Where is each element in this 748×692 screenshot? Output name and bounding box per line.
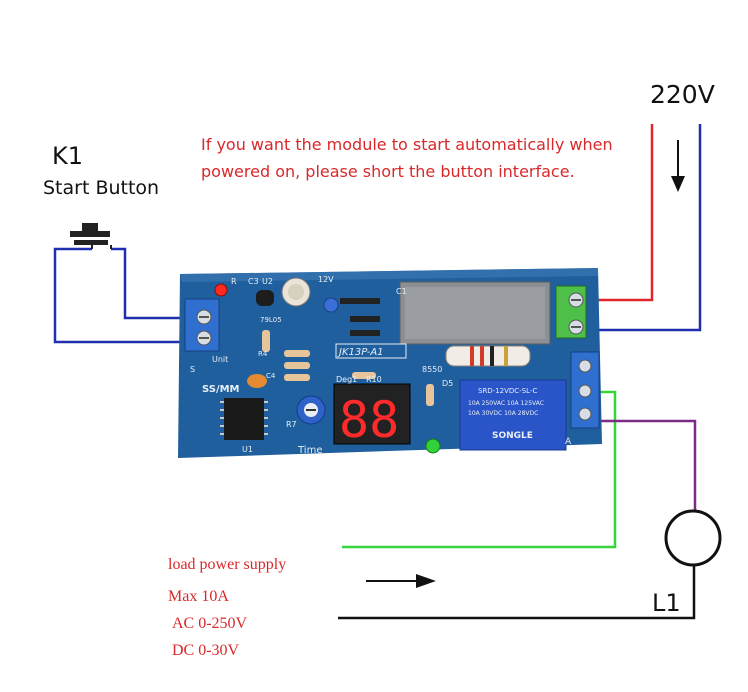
svg-text:Unit: Unit (212, 355, 228, 364)
svg-text:C3: C3 (248, 277, 259, 286)
svg-text:C4: C4 (266, 372, 276, 380)
svg-text:12V: 12V (318, 275, 334, 284)
svg-text:JK13P-A1: JK13P-A1 (337, 347, 384, 358)
red-led (214, 283, 228, 297)
svg-text:SS/MM: SS/MM (202, 384, 240, 395)
svg-text:SONGLE: SONGLE (492, 431, 533, 441)
button-terminal (184, 298, 220, 352)
svg-text:A: A (565, 437, 572, 447)
svg-text:U1: U1 (242, 445, 253, 454)
button-wire-right (111, 247, 205, 320)
start-button-label: Start Button (43, 177, 160, 199)
svg-text:8550: 8550 (422, 365, 442, 374)
svg-text:R10: R10 (366, 375, 382, 384)
svg-text:79L05: 79L05 (260, 316, 282, 324)
svg-text:S: S (190, 365, 195, 374)
down-arrow-icon (671, 140, 685, 192)
voltage-label: 220V (650, 80, 715, 109)
seven-segment-display: 88 (333, 383, 411, 449)
relay-output-terminal (570, 351, 600, 429)
small-resistors (262, 298, 434, 406)
relay: SRD-12VDC-SL-C 10A 250VAC 10A 125VAC 10A… (459, 379, 567, 451)
svg-text:Time: Time (297, 445, 322, 456)
voltage-regulator (256, 290, 274, 306)
lamp-icon (664, 509, 722, 567)
load-power-supply-label: load power supply (168, 556, 287, 573)
blue-capacitor (323, 297, 339, 313)
push-button-icon (70, 223, 112, 249)
ceramic-capacitor (247, 374, 267, 388)
dc-range-label: DC 0-30V (172, 642, 240, 659)
load-lamp-wire (585, 419, 697, 510)
svg-text:C1: C1 (396, 287, 407, 296)
power-resistor (445, 345, 531, 367)
svg-text:SRD-12VDC-SL-C: SRD-12VDC-SL-C (478, 387, 537, 395)
svg-text:R: R (231, 277, 237, 286)
relay-module-board: SRD-12VDC-SL-C 10A 250VAC 10A 125VAC 10A… (178, 268, 602, 458)
mains-live-wire (578, 124, 654, 302)
green-led (425, 438, 441, 454)
ac-range-label: AC 0-250V (172, 615, 248, 632)
k1-label: K1 (52, 142, 84, 170)
lamp-label: L1 (652, 589, 681, 617)
svg-text:U2: U2 (262, 277, 273, 286)
max-current-label: Max 10A (168, 588, 229, 605)
note-line-1: If you want the module to start automati… (201, 135, 613, 154)
svg-text:R4: R4 (258, 350, 268, 358)
load-return-wire (338, 566, 696, 620)
auto-start-note: If you want the module to start automati… (201, 131, 613, 185)
right-arrow-icon (366, 574, 436, 588)
svg-text:D5: D5 (442, 379, 453, 388)
mains-terminal (555, 285, 587, 339)
svg-text:Deg1: Deg1 (336, 375, 357, 384)
button-wire-left (53, 247, 205, 344)
time-potentiometer (296, 395, 326, 425)
svg-text:88: 88 (339, 391, 399, 449)
svg-text:R7: R7 (286, 420, 297, 429)
note-line-2: powered on, please short the button inte… (201, 162, 575, 181)
svg-text:10A 250VAC 10A 125VAC: 10A 250VAC 10A 125VAC (468, 400, 544, 407)
mains-neutral-wire (578, 124, 702, 332)
svg-text:10A 30VDC 10A 28VDC: 10A 30VDC 10A 28VDC (468, 410, 538, 417)
ic-chip (220, 398, 268, 440)
board-model-label: JK13P-A1 (335, 343, 407, 359)
